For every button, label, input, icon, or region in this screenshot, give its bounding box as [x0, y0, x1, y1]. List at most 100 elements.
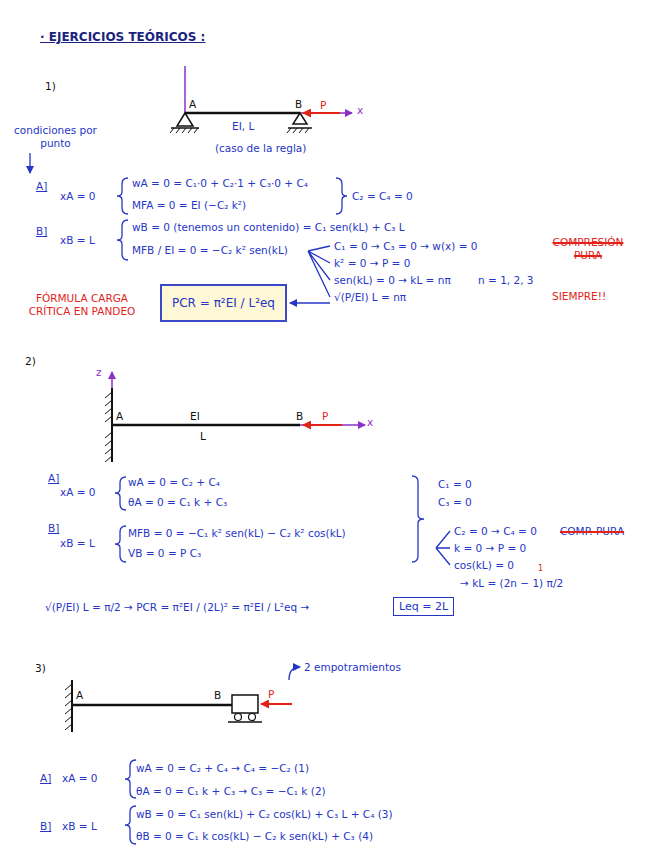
note-text: B] — [40, 820, 51, 832]
note-text: wB = 0 (tenemos un contenido) = C₁ sen(k… — [132, 221, 405, 233]
note-text: A] — [40, 772, 51, 785]
note-text: B — [214, 689, 221, 701]
note-text: SIEMPRE!! — [552, 290, 606, 303]
note-text: wB = 0 = C₁ sen(kL) + C₂ cos(kL) + C₃ L … — [136, 808, 393, 820]
note-text: B] — [36, 225, 47, 238]
note-text: z — [96, 366, 102, 378]
note-text: SIEMPRE!! — [552, 290, 606, 302]
beam-diagram-2 — [105, 372, 365, 462]
note-text: xA = 0 — [62, 772, 98, 784]
note-text: wA = 0 = C₂ + C₄ — [128, 476, 220, 489]
note-text: EI, L — [232, 120, 254, 133]
note-text: k = 0 → P = 0 — [454, 542, 526, 555]
formula-box: Leq = 2L — [393, 597, 454, 616]
note-text: xB = L — [60, 537, 95, 550]
note-text: xB = L — [62, 820, 97, 833]
note-text: A — [189, 98, 196, 110]
note-text: √(P/EI) L = nπ — [334, 291, 406, 304]
note-text: C₁ = 0 → C₃ = 0 → w(x) = 0 — [334, 240, 477, 253]
note-text: 1 — [538, 564, 543, 573]
measured-arrows — [290, 303, 330, 304]
note-text: EI — [190, 410, 200, 423]
note-text: B] — [48, 522, 59, 534]
note-text: MFA = 0 = EI (−C₂ k²) — [132, 199, 246, 211]
note-text: √(P/EI) L = π/2 → PCR = π²EI / (2L)² = π… — [45, 601, 309, 613]
note-text: FÓRMULA CARGA CRÍTICA EN PANDEO — [22, 292, 142, 318]
note-text: xB = L — [60, 234, 95, 247]
note-text: EI, L — [232, 120, 254, 132]
note-text: C₂ = 0 → C₄ = 0 — [454, 525, 537, 538]
note-text: x — [367, 416, 373, 429]
note-text: √(P/EI) L = nπ — [334, 291, 406, 303]
note-text: A] — [36, 180, 47, 193]
note-text: 1) — [45, 80, 56, 93]
note-text: B — [296, 410, 303, 422]
note-text: n = 1, 2, 3 — [478, 274, 534, 287]
note-text: COMPRESIÓN PURA — [552, 236, 624, 262]
note-text: B] — [48, 522, 59, 535]
note-text: A — [189, 98, 196, 111]
note-text: wA = 0 = C₂ + C₄ → C₄ = −C₂ (1) — [136, 762, 309, 775]
note-text: k² = 0 → P = 0 — [334, 257, 410, 270]
beam-diagram-1 — [170, 66, 352, 133]
note-text: C₃ = 0 — [438, 496, 472, 508]
note-text: cos(kL) = 0 — [454, 559, 514, 572]
note-text: MFB / EI = 0 = −C₂ k² sen(kL) — [132, 244, 288, 257]
note-text: B] — [40, 820, 51, 833]
note-text: A — [76, 689, 83, 701]
note-text: A — [116, 410, 123, 423]
note-text: P — [322, 410, 328, 422]
note-text: B — [295, 98, 302, 110]
note-text: A] — [40, 772, 51, 784]
note-text: 2) — [25, 355, 36, 368]
note-text: P — [268, 688, 274, 701]
note-text: B — [295, 98, 302, 111]
note-text: wA = 0 = C₂ + C₄ → C₄ = −C₂ (1) — [136, 762, 309, 774]
note-text: sen(kL) = 0 → kL = nπ — [334, 274, 451, 287]
pointer-arrow — [290, 302, 330, 303]
note-text: C₁ = 0 — [438, 478, 472, 490]
note-text: MFB = 0 = −C₁ k² sen(kL) − C₂ k² cos(kL) — [128, 527, 346, 539]
note-text: xA = 0 — [60, 486, 96, 499]
note-text: → kL = (2n − 1) π/2 — [460, 577, 563, 590]
note-text: P — [320, 99, 326, 112]
note-text: wB = 0 = C₁ sen(kL) + C₂ cos(kL) + C₃ L … — [136, 808, 393, 821]
note-text: B — [296, 410, 303, 423]
note-text: COMP. PURA — [560, 525, 624, 538]
note-text: θA = 0 = C₁ k + C₃ → C₃ = −C₁ k (2) — [136, 785, 326, 797]
note-text: z — [96, 366, 102, 379]
note-text: xB = L — [62, 820, 97, 832]
note-text: θA = 0 = C₁ k + C₃ → C₃ = −C₁ k (2) — [136, 785, 326, 798]
pointer-arrow — [29, 153, 30, 173]
note-text: condiciones por punto — [14, 124, 97, 149]
note-text: MFB = 0 = −C₁ k² sen(kL) − C₂ k² cos(kL) — [128, 527, 346, 540]
note-text: 1 — [538, 564, 543, 574]
note-text: (caso de la regla) — [215, 142, 306, 154]
note-text: COMPRESIÓN PURA — [553, 236, 624, 261]
note-text: wA = 0 = C₁·0 + C₂·1 + C₃·0 + C₄ — [132, 177, 308, 189]
note-text: B — [214, 689, 221, 702]
note-text: B] — [36, 225, 47, 237]
note-text: xA = 0 — [60, 486, 96, 498]
note-text: 1) — [45, 80, 56, 92]
note-text: C₁ = 0 → C₃ = 0 → w(x) = 0 — [334, 240, 477, 252]
braces-1 — [117, 178, 347, 297]
note-text: 2 empotramientos — [304, 661, 401, 673]
note-text: xA = 0 — [62, 772, 98, 785]
note-text: 2) — [25, 355, 36, 367]
note-text: θB = 0 = C₁ k cos(kL) − C₂ k sen(kL) + C… — [136, 830, 373, 842]
note-text: k² = 0 → P = 0 — [334, 257, 410, 269]
formula-box: PCR = π²EI / L²eq — [160, 284, 287, 322]
note-text: xA = 0 — [60, 190, 96, 202]
beam-diagram-3 — [65, 667, 300, 732]
note-text: wA = 0 = C₁·0 + C₂·1 + C₃·0 + C₄ — [132, 177, 308, 190]
note-text: C₂ = 0 → C₄ = 0 — [454, 525, 537, 537]
note-text: x — [357, 104, 363, 116]
note-text: A] — [48, 472, 59, 485]
note-text: 2 empotramientos — [304, 661, 401, 674]
note-text: sen(kL) = 0 → kL = nπ — [334, 274, 451, 286]
note-text: MFA = 0 = EI (−C₂ k²) — [132, 199, 246, 212]
note-text: C₁ = 0 — [438, 478, 472, 491]
